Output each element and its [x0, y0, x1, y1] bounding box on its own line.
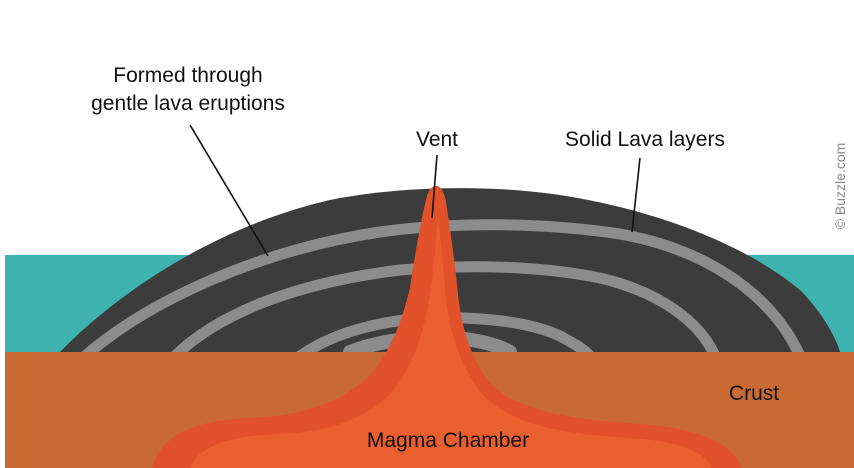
formed-pointer-line	[189, 124, 269, 257]
formed-label-line2: gentle lava eruptions	[91, 92, 285, 115]
lava-layer-3	[294, 312, 596, 352]
vent-pointer-line	[431, 154, 438, 219]
solid-layers-pointer-line	[631, 157, 641, 233]
solid-layers-label: Solid Lava layers	[565, 128, 725, 151]
credit-watermark: © Buzzle.com	[832, 143, 848, 230]
magma-chamber-label: Magma Chamber	[367, 429, 529, 452]
formed-label-line1: Formed through	[113, 64, 262, 87]
crust-label: Crust	[729, 382, 779, 405]
lava-layer-2	[169, 261, 721, 352]
vent-label: Vent	[416, 128, 458, 151]
lava-layer-1	[79, 219, 806, 352]
magma-chamber-glow	[190, 215, 712, 468]
